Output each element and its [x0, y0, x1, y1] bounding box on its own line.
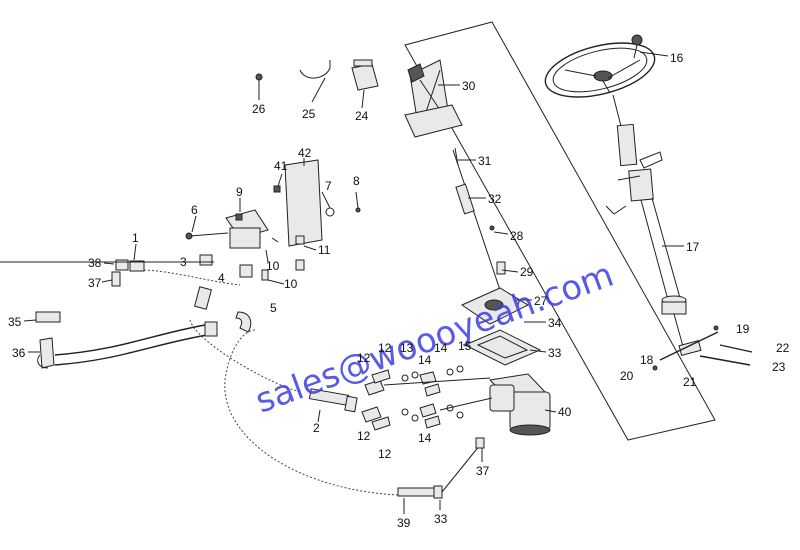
callout-3: 3 — [180, 255, 187, 269]
callout-5: 5 — [270, 301, 277, 315]
callout-12c: 12 — [357, 429, 371, 443]
callout-34: 34 — [548, 316, 562, 330]
callout-42: 42 — [298, 146, 312, 160]
callout-37a: 37 — [88, 276, 102, 290]
steering-gear — [488, 373, 551, 436]
hose-line-2 — [224, 329, 399, 496]
callout-17: 17 — [686, 240, 700, 254]
callout-32: 32 — [488, 192, 502, 206]
callout-29: 29 — [520, 265, 534, 279]
callout-15: 15 — [458, 339, 472, 353]
callout-1: 1 — [132, 231, 139, 245]
callout-18: 18 — [640, 353, 654, 367]
top-parts — [255, 59, 379, 91]
callout-11: 11 — [318, 243, 331, 257]
callout-10a: 10 — [266, 259, 280, 273]
mount-plate — [460, 287, 542, 366]
callout-12a: 12 — [357, 351, 371, 365]
callout-30: 30 — [462, 79, 476, 93]
callout-12d: 12 — [378, 447, 392, 461]
callout-26: 26 — [252, 102, 266, 116]
callout-16: 16 — [670, 51, 684, 65]
callout-19: 19 — [736, 322, 750, 336]
callout-10b: 10 — [284, 277, 298, 291]
callout-28: 28 — [510, 229, 524, 243]
steering-column — [605, 94, 687, 351]
callout-24: 24 — [355, 109, 369, 123]
callout-39: 39 — [397, 516, 411, 530]
callout-36: 36 — [12, 346, 26, 360]
callout-14a: 14 — [418, 353, 432, 367]
callout-22: 22 — [776, 341, 790, 355]
callout-8: 8 — [353, 174, 360, 188]
callout-31: 31 — [478, 154, 492, 168]
callout-6: 6 — [191, 203, 198, 217]
leader-lines — [0, 51, 684, 514]
callout-7: 7 — [325, 179, 332, 193]
callout-9: 9 — [236, 185, 243, 199]
callout-35: 35 — [8, 315, 22, 329]
column-bracket — [404, 59, 463, 138]
callout-labels: 1 2 3 4 5 6 7 8 9 10 10 11 12 12 12 12 1… — [8, 51, 790, 530]
control-valve — [185, 159, 361, 281]
callout-41: 41 — [274, 159, 288, 173]
pipe-39 — [397, 437, 485, 499]
callout-25: 25 — [302, 107, 316, 121]
callout-20: 20 — [620, 369, 634, 383]
callout-38: 38 — [88, 256, 102, 270]
callout-40: 40 — [558, 405, 572, 419]
column-frame — [404, 21, 716, 441]
callout-21: 21 — [683, 375, 697, 389]
steering-wheel — [544, 34, 656, 98]
callout-14c: 14 — [418, 431, 432, 445]
callout-33a: 33 — [548, 346, 562, 360]
callout-2: 2 — [313, 421, 320, 435]
callout-37b: 37 — [476, 464, 490, 478]
callout-33b: 33 — [434, 512, 448, 526]
callout-14b: 14 — [434, 341, 448, 355]
callout-4: 4 — [218, 271, 225, 285]
pipe-2 — [308, 388, 358, 413]
hose-line-3 — [139, 269, 241, 286]
callout-12b: 12 — [378, 341, 392, 355]
intermediate-shaft — [452, 147, 506, 291]
main-hose — [35, 286, 252, 369]
callout-27: 27 — [534, 294, 548, 308]
lower-linkage — [652, 325, 753, 371]
callout-13: 13 — [400, 341, 414, 355]
callout-23: 23 — [772, 360, 786, 374]
fittings-left — [111, 259, 145, 287]
fittings-upper — [364, 365, 491, 397]
fittings-lower — [361, 397, 493, 431]
watermark: sales@woooyeah.com — [250, 255, 619, 422]
